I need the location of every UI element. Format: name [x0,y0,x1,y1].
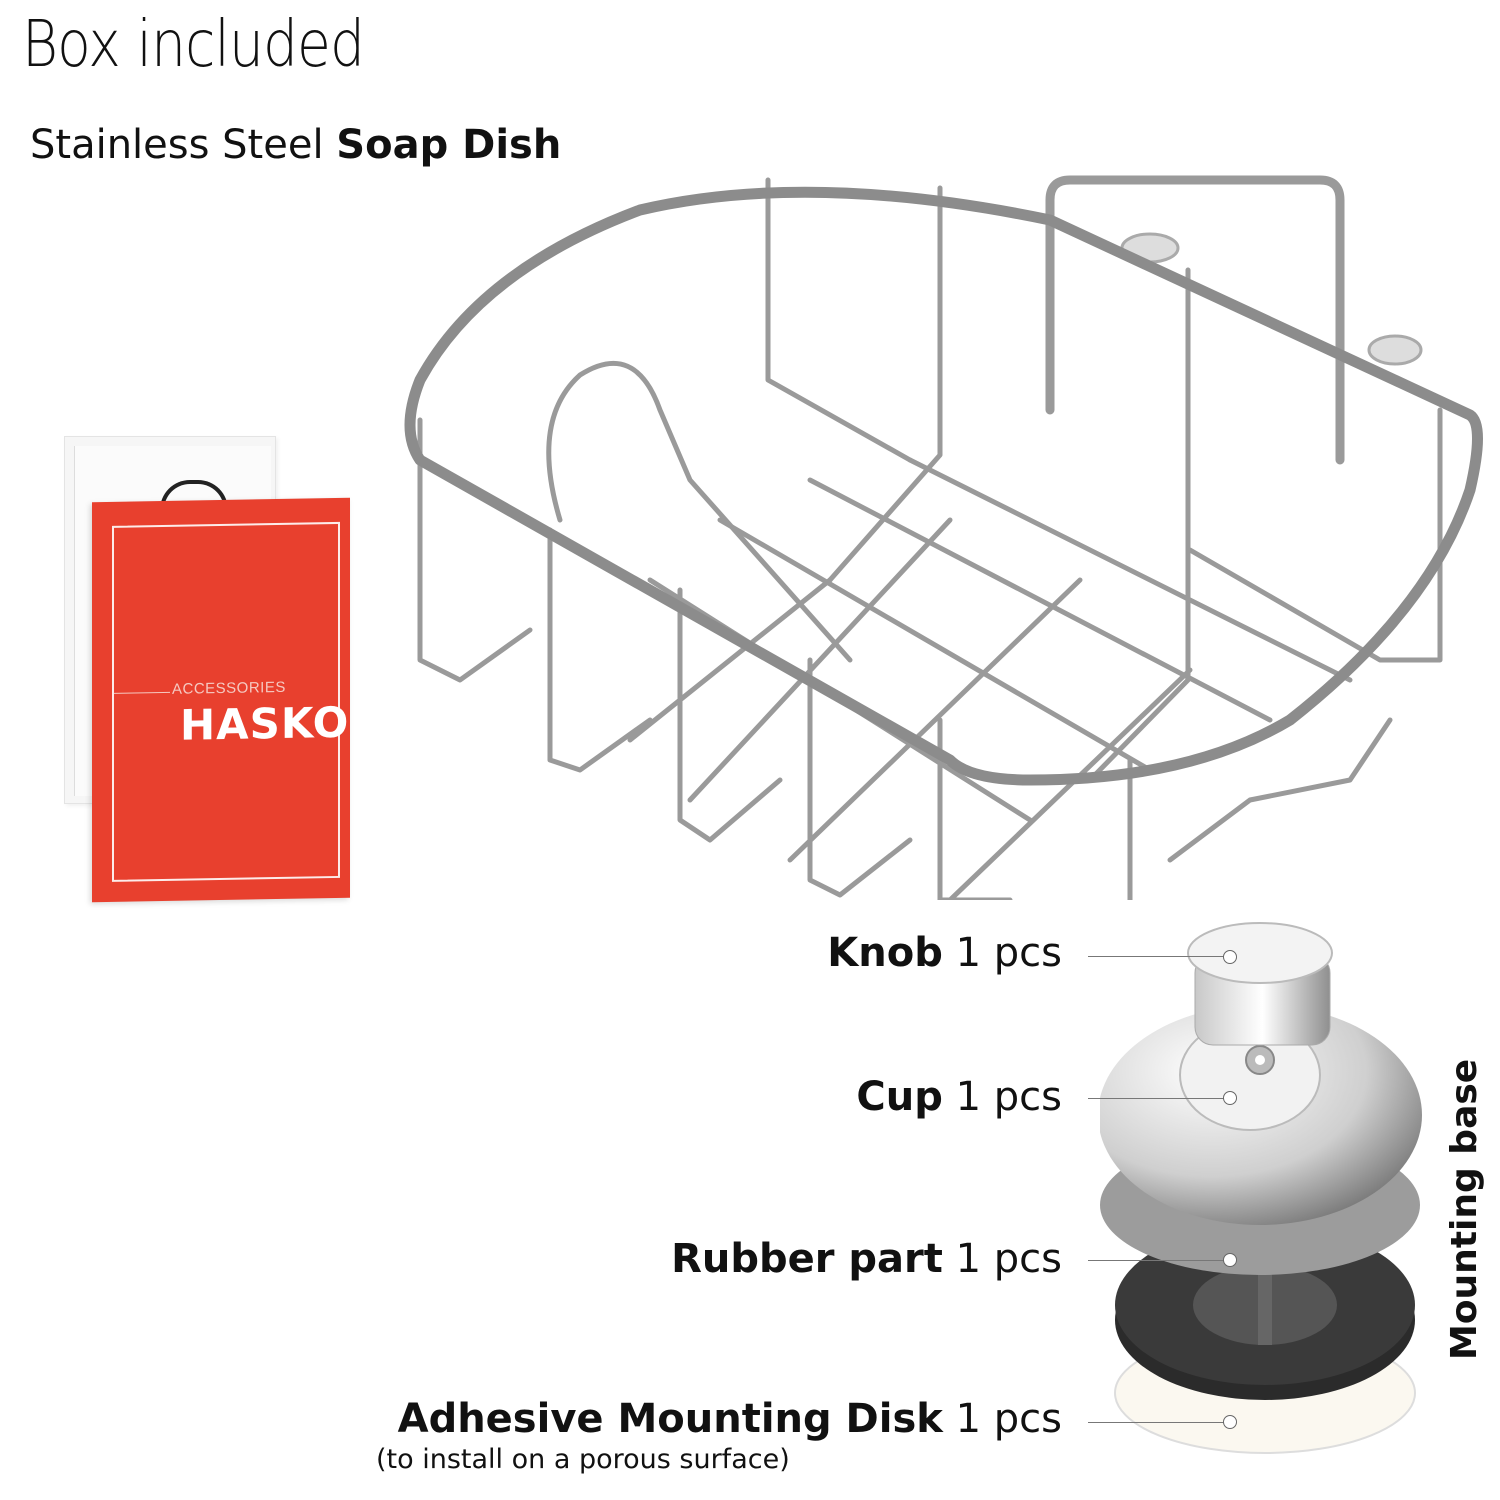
knob-marker-icon [1223,950,1237,964]
card-tagline: ACCESSORIES [172,678,286,698]
rubber-marker-icon [1223,1253,1237,1267]
product-subtitle: Stainless Steel Soap Dish [30,122,561,168]
card-frame: ACCESSORIES HASKO [112,521,349,882]
cup-marker-icon [1223,1091,1237,1105]
adhesive-marker-icon [1223,1415,1237,1429]
leader-line-knob [1088,956,1224,957]
subtitle-regular: Stainless Steel [30,122,337,168]
subtitle-bold: Soap Dish [336,122,562,168]
part-label-cup: Cup 1 pcs [856,1074,1062,1120]
card-accent-line [114,691,170,694]
mounting-base-illustration [1100,922,1422,1454]
mounting-base-label: Mounting base [1444,1058,1485,1360]
adhesive-disk-note: (to install on a porous surface) [376,1444,790,1475]
hasko-manual-card: ACCESSORIES HASKO [92,497,350,903]
page-title: Box included [22,8,365,82]
leader-line-cup [1088,1098,1224,1099]
part-label-adhesive-disk: Adhesive Mounting Disk 1 pcs [397,1396,1062,1442]
leader-line-rubber [1088,1260,1224,1261]
card-brand: HASKO [180,697,350,750]
part-label-knob: Knob 1 pcs [827,930,1062,976]
part-label-rubber: Rubber part 1 pcs [671,1236,1062,1282]
leader-line-adhesive [1088,1422,1224,1423]
soap-dish-illustration [404,175,1483,900]
